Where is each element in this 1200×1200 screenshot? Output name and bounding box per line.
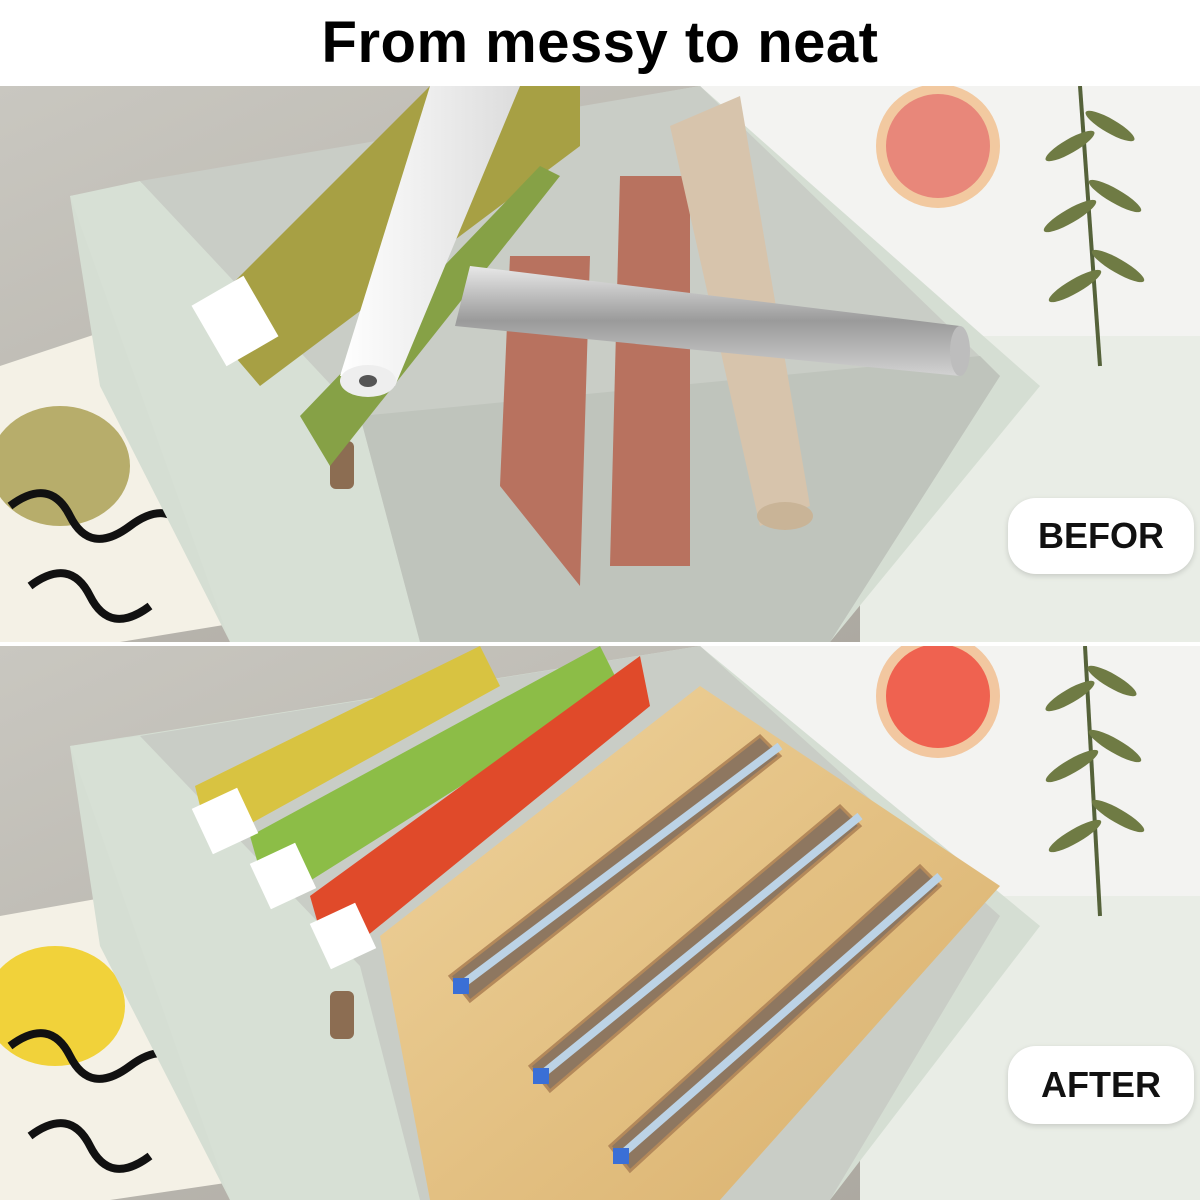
before-photo: BEFOR xyxy=(0,86,1200,642)
before-badge: BEFOR xyxy=(1008,498,1194,574)
after-photo: AFTER xyxy=(0,646,1200,1200)
panel-divider xyxy=(0,642,1200,646)
after-scene-illustration xyxy=(0,646,1200,1200)
after-badge: AFTER xyxy=(1008,1046,1194,1124)
headline: From messy to neat xyxy=(321,9,879,75)
before-scene-illustration xyxy=(0,86,1200,642)
